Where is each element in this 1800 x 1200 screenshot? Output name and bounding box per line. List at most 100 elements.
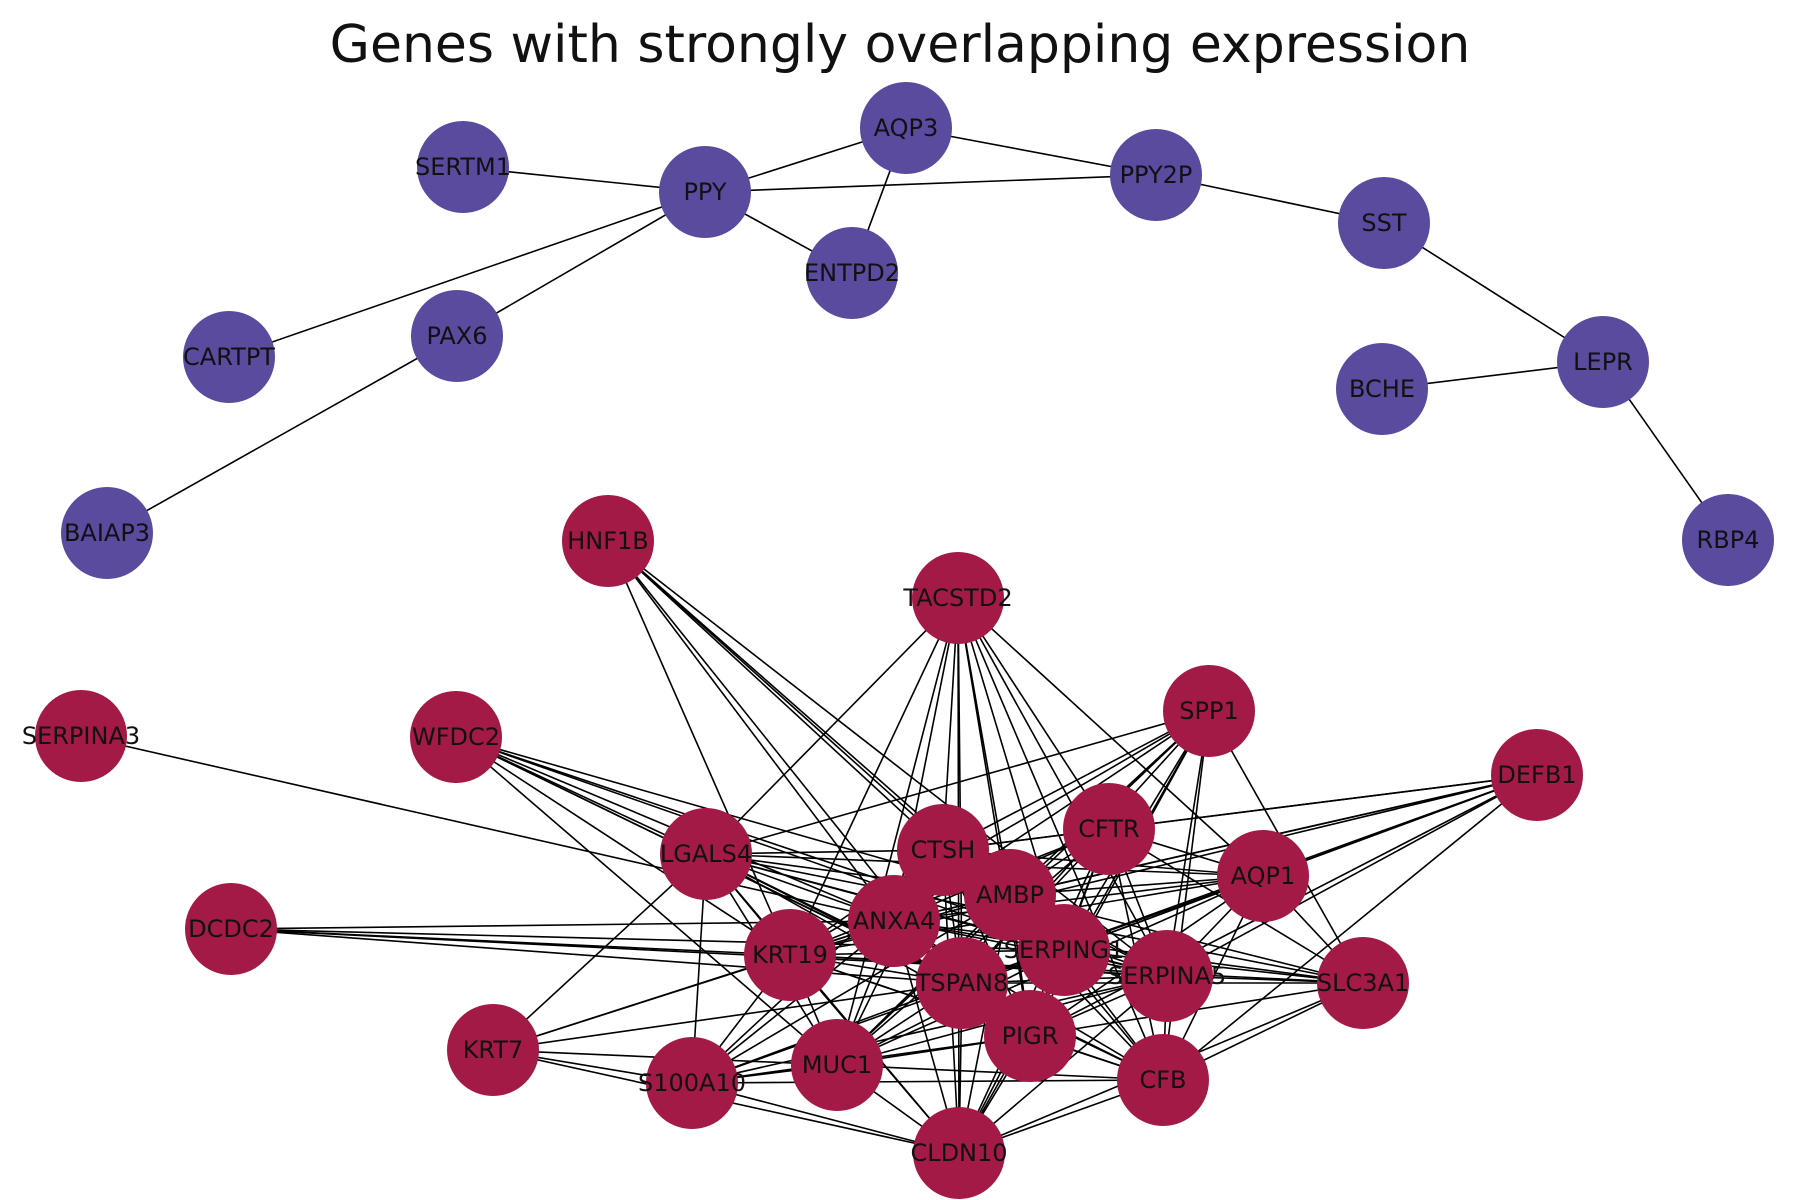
node-circle-serping1 (1018, 904, 1110, 996)
edge-s100a10-cldn10 (691, 1082, 960, 1154)
node-circle-krt19 (744, 909, 836, 1001)
edge-serping1-slc3a1 (1063, 949, 1364, 984)
node-serping1: SERPING1 (1004, 904, 1124, 996)
node-anxa4: ANXA4 (848, 875, 940, 967)
node-label-wfdc2: WFDC2 (412, 723, 500, 751)
node-sst: SST (1338, 177, 1430, 269)
node-hnf1b: HNF1B (562, 495, 654, 587)
node-lgals4: LGALS4 (660, 808, 752, 900)
edge-ppy-cartpt (228, 191, 706, 358)
edge-hnf1b-ctsh (607, 540, 944, 851)
node-rbp4: RBP4 (1682, 494, 1774, 586)
node-serpina5: SERPINA5 (1108, 930, 1226, 1022)
node-label-krt19: KRT19 (752, 941, 828, 969)
edge-hnf1b-anxa4 (607, 540, 895, 922)
node-label-bche: BCHE (1349, 375, 1415, 403)
node-label-aqp3: AQP3 (874, 114, 939, 142)
node-ppy: PPY (659, 146, 751, 238)
node-label-entpd2: ENTPD2 (804, 259, 900, 287)
node-cftr: CFTR (1063, 783, 1155, 875)
edge-spp1-ctsh (942, 710, 1210, 851)
edge-lgals4-krt7 (492, 853, 707, 1051)
node-circle-lepr (1557, 316, 1649, 408)
node-label-tacstd2: TACSTD2 (902, 584, 1012, 612)
edge-tacstd2-aqp1 (957, 597, 1264, 877)
node-muc1: MUC1 (791, 1019, 883, 1111)
node-circle-anxa4 (848, 875, 940, 967)
edge-tacstd2-lgals4 (705, 597, 959, 855)
node-spp1: SPP1 (1163, 665, 1255, 757)
node-label-ppy2p: PPY2P (1120, 161, 1193, 189)
node-label-slc3a1: SLC3A1 (1317, 969, 1409, 997)
node-label-ppy: PPY (683, 178, 726, 206)
node-circle-muc1 (791, 1019, 883, 1111)
edge-dcdc2-tspan8 (230, 928, 963, 984)
node-circle-pigr (984, 990, 1076, 1082)
node-label-cartpt: CARTPT (183, 343, 275, 371)
node-circle-defb1 (1491, 729, 1583, 821)
edge-tspan8-krt7 (492, 982, 963, 1051)
node-label-rbp4: RBP4 (1697, 526, 1760, 554)
edge-defb1-serpina5 (1166, 774, 1538, 977)
node-circle-sertm1 (417, 121, 509, 213)
node-circle-tspan8 (916, 937, 1008, 1029)
node-circle-hnf1b (562, 495, 654, 587)
edge-defb1-cfb (1162, 774, 1538, 1081)
node-serpina3: SERPINA3 (22, 690, 140, 782)
node-krt19: KRT19 (744, 909, 836, 1001)
node-label-s100a10: S100A10 (638, 1069, 746, 1097)
node-defb1: DEFB1 (1491, 729, 1583, 821)
node-circle-pax6 (411, 290, 503, 382)
node-label-lgals4: LGALS4 (660, 840, 752, 868)
node-label-cfb: CFB (1139, 1066, 1186, 1094)
node-lepr: LEPR (1557, 316, 1649, 408)
node-circle-entpd2 (806, 227, 898, 319)
node-circle-cldn10 (913, 1107, 1005, 1199)
node-pax6: PAX6 (411, 290, 503, 382)
node-label-ctsh: CTSH (911, 836, 976, 864)
node-circle-lgals4 (660, 808, 752, 900)
node-krt7: KRT7 (447, 1004, 539, 1096)
node-sertm1: SERTM1 (415, 121, 511, 213)
node-circle-s100a10 (646, 1037, 738, 1129)
node-circle-serpina5 (1121, 930, 1213, 1022)
node-label-sertm1: SERTM1 (415, 153, 511, 181)
node-label-anxa4: ANXA4 (853, 907, 936, 935)
node-tacstd2: TACSTD2 (902, 552, 1013, 644)
node-circle-baiap3 (61, 487, 153, 579)
edge-hnf1b-krt19 (607, 540, 791, 956)
node-cldn10: CLDN10 (910, 1107, 1008, 1199)
diagram-title: Genes with strongly overlapping expressi… (330, 15, 1471, 75)
edge-pax6-baiap3 (106, 335, 458, 534)
edge-serpina3-anxa4 (80, 735, 895, 922)
node-label-serpina3: SERPINA3 (22, 722, 140, 750)
node-label-pigr: PIGR (1002, 1022, 1059, 1050)
node-slc3a1: SLC3A1 (1317, 937, 1409, 1029)
node-entpd2: ENTPD2 (804, 227, 900, 319)
node-circle-spp1 (1163, 665, 1255, 757)
node-label-tspan8: TSPAN8 (915, 969, 1008, 997)
node-label-serping1: SERPING1 (1004, 936, 1124, 964)
node-cartpt: CARTPT (183, 311, 275, 403)
node-label-defb1: DEFB1 (1497, 761, 1576, 789)
node-label-serpina5: SERPINA5 (1108, 962, 1226, 990)
edge-tacstd2-krt19 (789, 597, 959, 956)
edge-ppy-pax6 (456, 191, 706, 337)
node-label-cftr: CFTR (1078, 815, 1139, 843)
node-circle-aqp1 (1217, 830, 1309, 922)
node-label-sst: SST (1361, 209, 1406, 237)
node-pigr: PIGR (984, 990, 1076, 1082)
edge-s100a10-cfb (691, 1079, 1164, 1084)
node-label-muc1: MUC1 (802, 1051, 872, 1079)
node-label-pax6: PAX6 (426, 322, 487, 350)
node-circle-serpina3 (35, 690, 127, 782)
node-ppy2p: PPY2P (1110, 129, 1202, 221)
node-circle-krt7 (447, 1004, 539, 1096)
node-aqp1: AQP1 (1217, 830, 1309, 922)
node-circle-cfb (1117, 1034, 1209, 1126)
node-circle-slc3a1 (1317, 937, 1409, 1029)
node-circle-dcdc2 (185, 883, 277, 975)
edge-ppy-ppy2p (704, 174, 1157, 193)
node-label-spp1: SPP1 (1179, 697, 1238, 725)
